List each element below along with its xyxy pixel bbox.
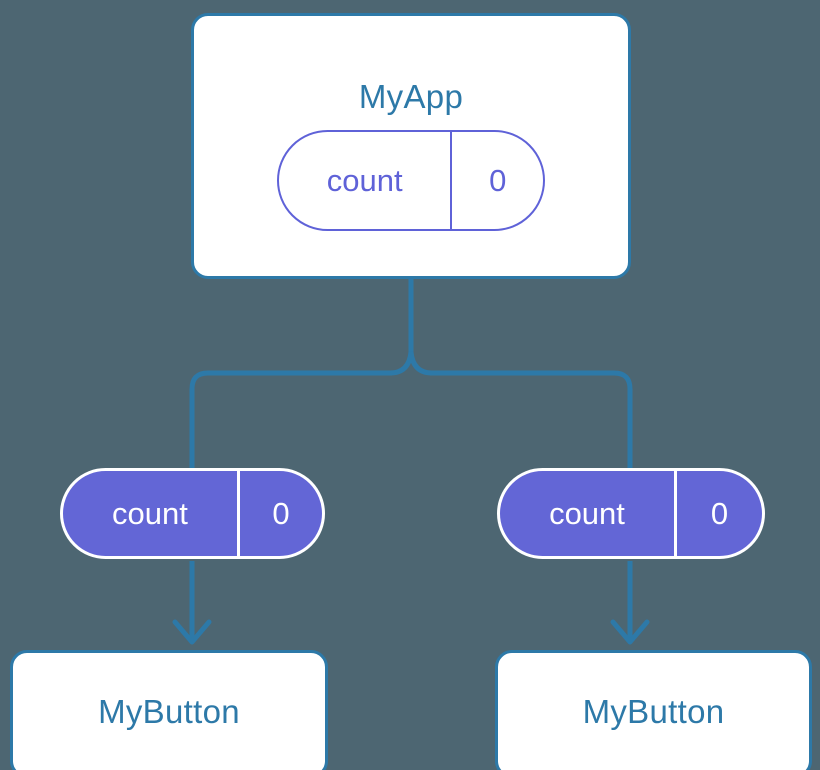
state-value-label: 0 (450, 132, 543, 229)
state-value-label: 0 (236, 471, 322, 556)
state-pill-child-left: count 0 (60, 468, 325, 559)
state-key-label: count (549, 495, 625, 531)
component-label-mybutton: MyButton (98, 693, 240, 730)
state-pill-myapp: count 0 (277, 130, 545, 231)
state-flow-branch-left (189, 370, 392, 468)
state-value-label: 0 (673, 471, 762, 556)
state-flow-branch-right (430, 370, 633, 468)
component-label-mybutton: MyButton (582, 693, 725, 730)
component-box-mybutton-left: MyButton (10, 650, 328, 770)
component-box-mybutton-right: MyButton (495, 650, 812, 770)
state-key-label: count (112, 495, 188, 531)
state-key-label: count (326, 162, 403, 198)
state-pill-child-right: count 0 (497, 468, 765, 559)
prop-arrow-right-head (610, 619, 650, 645)
component-label-myapp: MyApp (358, 78, 464, 115)
prop-arrow-left-head (172, 619, 212, 645)
state-flow-branch-junction (387, 351, 435, 376)
component-box-myapp: MyApp (191, 13, 631, 279)
